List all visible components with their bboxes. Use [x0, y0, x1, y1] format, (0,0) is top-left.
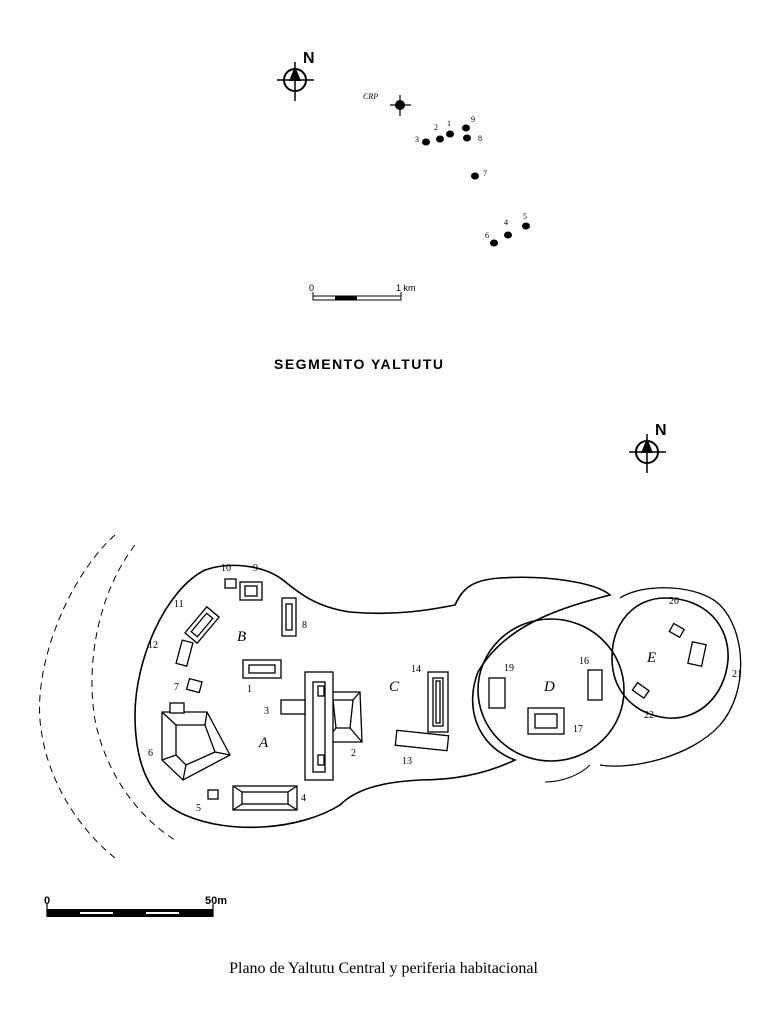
structure-label: 12 [148, 640, 158, 651]
outer-e-line [599, 587, 742, 767]
structure-label: 7 [174, 682, 179, 693]
upper-scale-start: 0 [309, 283, 314, 293]
structure-6 [161, 711, 231, 781]
structure-20 [668, 622, 686, 639]
structure-19 [488, 677, 506, 709]
structure-10 [224, 578, 237, 589]
structure-label: 13 [402, 756, 412, 767]
structure-label: 11 [174, 599, 184, 610]
structure-2-platform [304, 671, 334, 781]
site-dot [490, 239, 498, 247]
structure-5 [207, 789, 219, 800]
structure-label: 20 [669, 596, 679, 607]
structure-label: 4 [301, 793, 306, 804]
structure-13 [394, 729, 450, 752]
group-label-b: B [237, 629, 246, 645]
lower-scale-bar: 0 50m [44, 895, 227, 917]
structure-9 [239, 581, 263, 601]
structure-label: 17 [573, 724, 583, 735]
site-label: 2 [434, 123, 438, 132]
lower-scale-start: 0 [44, 895, 50, 907]
structure-label: 8 [302, 620, 307, 631]
structure-11 [184, 605, 220, 645]
site-labels: 1 2 3 4 5 6 7 8 9 [415, 115, 527, 240]
site-label: 5 [523, 212, 527, 221]
lower-north-arrow: N [629, 422, 667, 473]
site-label: 1 [447, 119, 451, 128]
structure-label: 2 [351, 748, 356, 759]
group-label-a: A [258, 735, 269, 751]
outer-dashed-boundaries [39, 534, 176, 859]
site-dot [471, 172, 479, 180]
site-dot [446, 130, 454, 138]
site-label: 3 [415, 135, 419, 144]
upper-scale-bar: 0 1 km [309, 283, 416, 301]
structure-3 [280, 699, 306, 715]
site-dot [463, 134, 471, 142]
site-label: 7 [483, 169, 487, 178]
small-arc-lower [544, 764, 591, 783]
group-labels: A B C D E [237, 629, 656, 751]
site-dot [436, 135, 444, 143]
structure-12 [175, 639, 194, 667]
upper-north-label: N [303, 50, 315, 67]
site-dot [504, 231, 512, 239]
crp-label: CRP [363, 92, 378, 101]
structure-labels: 1 2 3 4 5 6 7 8 9 10 11 12 13 14 16 17 1… [148, 563, 742, 814]
structure-label: 21 [732, 669, 742, 680]
structure-label: 1 [247, 684, 252, 695]
upper-north-arrow: N [277, 50, 315, 101]
structure-16 [587, 669, 603, 701]
site-label: 4 [504, 218, 508, 227]
group-e-enclosure [611, 597, 729, 719]
structure-label: 9 [253, 563, 258, 574]
site-dots [422, 124, 530, 247]
structure-label: 16 [579, 656, 589, 667]
map-caption: Plano de Yaltutu Central y periferia hab… [229, 960, 538, 977]
upper-scale-end: 1 km [396, 283, 416, 293]
group-label-d: D [543, 679, 555, 695]
structure-22 [631, 681, 650, 700]
site-dot [522, 222, 530, 230]
group-label-e: E [646, 650, 656, 666]
structure-4 [232, 785, 298, 811]
structure-label: 5 [196, 803, 201, 814]
site-dot [462, 124, 470, 132]
structure-label: 6 [148, 748, 153, 759]
structure-21 [687, 641, 707, 667]
group-label-c: C [389, 679, 400, 695]
structure-7 [185, 677, 203, 694]
structure-label: 19 [504, 663, 514, 674]
main-plaza-outline [134, 564, 612, 829]
structure-label: 14 [411, 664, 421, 675]
lower-scale-end: 50m [205, 895, 227, 907]
crp-marker: CRP [363, 92, 411, 116]
lower-north-label: N [655, 422, 667, 439]
structure-label: 10 [221, 563, 231, 574]
structure-label: 22 [644, 710, 654, 721]
segment-title: SEGMENTO YALTUTU [274, 356, 445, 372]
structures [161, 578, 707, 811]
group-d-enclosure [477, 618, 625, 762]
site-label: 9 [471, 115, 475, 124]
site-label: 8 [478, 134, 482, 143]
structure-label: 3 [264, 706, 269, 717]
site-label: 6 [485, 231, 489, 240]
structure-17 [527, 707, 565, 735]
site-dot [422, 138, 430, 146]
